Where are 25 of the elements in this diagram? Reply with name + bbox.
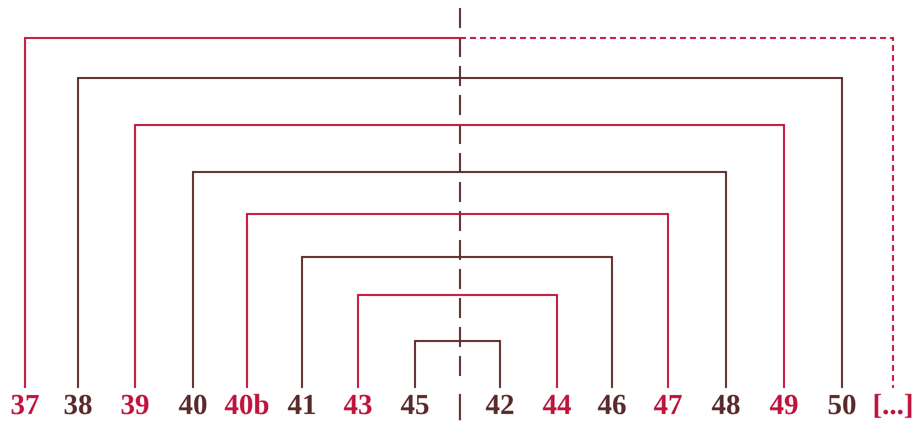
bracket-line [414,340,501,388]
section-number: 49 [770,388,798,422]
bracket-line [301,256,613,388]
section-number: 39 [120,388,150,422]
section-number: 40 [178,388,208,422]
bracket-line [192,171,727,388]
bracket-line [134,124,785,388]
section-number: 42 [486,388,514,422]
bracket-line [357,294,558,388]
bracket-line [24,37,894,388]
section-number: [...] [872,388,914,422]
divider-mark: | [456,388,464,422]
section-number: 40b [224,388,270,422]
bracket-line [77,77,843,388]
section-number: 44 [542,388,572,422]
section-number: 43 [344,388,372,422]
section-number: 45 [400,388,430,422]
section-number: 41 [288,388,316,422]
section-number: 48 [712,388,740,422]
section-number: 38 [64,388,92,422]
section-number: 50 [828,388,856,422]
bracket-line [246,213,669,388]
section-number: 47 [654,388,682,422]
section-number: 46 [598,388,626,422]
section-number: 37 [10,388,40,422]
